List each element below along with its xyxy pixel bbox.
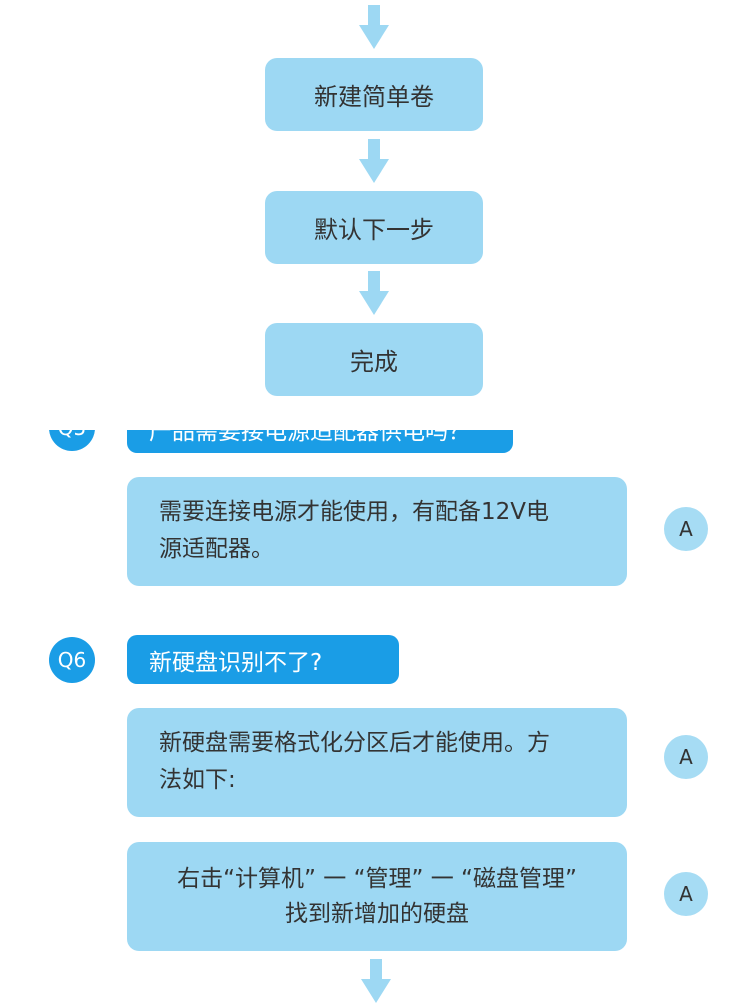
flow-step-new-simple-volume: 新建简单卷 <box>265 58 483 131</box>
q5-badge: Q5 <box>49 430 95 451</box>
flow-step-default-next: 默认下一步 <box>265 191 483 264</box>
flow-step-finish: 完成 <box>265 323 483 396</box>
down-arrow-icon <box>359 139 389 183</box>
q5-answer: 需要连接电源才能使用，有配备12V电 源适配器。 <box>127 477 627 586</box>
q6-answer-line: 法如下: <box>159 767 236 793</box>
q5-header-clipped: Q5 产品需要接电源适配器供电吗？ <box>0 430 750 460</box>
q6-answer-line: 找到新增加的硬盘 <box>285 901 469 927</box>
down-arrow-icon <box>359 5 389 49</box>
answer-badge: A <box>664 507 708 551</box>
answer-badge: A <box>664 872 708 916</box>
answer-badge: A <box>664 735 708 779</box>
down-arrow-icon <box>361 959 391 1003</box>
q6-answer-2: 右击“计算机” 一 “管理” 一 “磁盘管理” 找到新增加的硬盘 <box>127 842 627 951</box>
q6-question: 新硬盘识别不了? <box>127 635 399 684</box>
down-arrow-icon <box>359 271 389 315</box>
q6-badge: Q6 <box>49 637 95 683</box>
q5-answer-line: 需要连接电源才能使用，有配备12V电 <box>159 499 550 525</box>
q6-answer-line: 新硬盘需要格式化分区后才能使用。方 <box>159 730 550 756</box>
q6-answer-1: 新硬盘需要格式化分区后才能使用。方 法如下: <box>127 708 627 817</box>
q6-answer-line: 右击“计算机” 一 “管理” 一 “磁盘管理” <box>177 866 577 892</box>
q5-question: 产品需要接电源适配器供电吗？ <box>127 430 513 453</box>
q5-answer-line: 源适配器。 <box>159 536 274 562</box>
